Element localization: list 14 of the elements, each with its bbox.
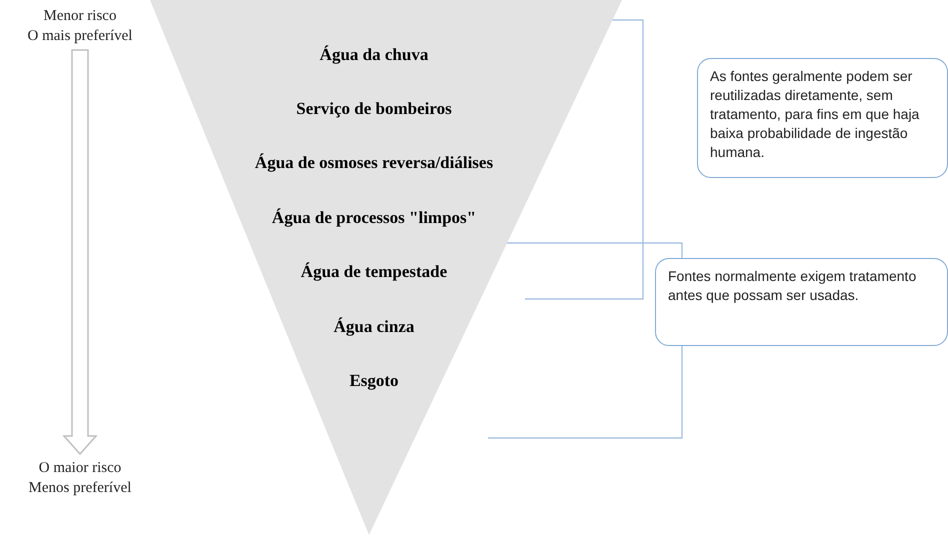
water-source-label: Água de processos "limpos"	[272, 207, 476, 229]
risk-label: O maior risco	[38, 459, 122, 478]
risk-label: Menor risco	[44, 7, 116, 26]
water-source-label: Água de osmoses reversa/diálises	[254, 152, 494, 174]
risk-label: O mais preferível	[28, 27, 132, 46]
risk-label: Menos preferível	[28, 479, 132, 498]
water-source-label: Água cinza	[334, 316, 414, 338]
callout-box: Fontes normalmente exigem tratamento antes que possam ser usadas.	[655, 258, 948, 346]
water-source-label: Serviço de bombeiros	[296, 98, 452, 120]
hollow-down-arrow	[62, 49, 98, 456]
water-source-label: Água da chuva	[320, 44, 428, 66]
callout-box: As fontes geralmente podem ser reutilizadas diretamente, sem tratamento, para fins em que haja baixa probabilidade de ingestão humana.	[697, 58, 948, 178]
water-source-label: Água de tempestade	[300, 261, 448, 283]
water-source-label: Esgoto	[349, 370, 399, 392]
